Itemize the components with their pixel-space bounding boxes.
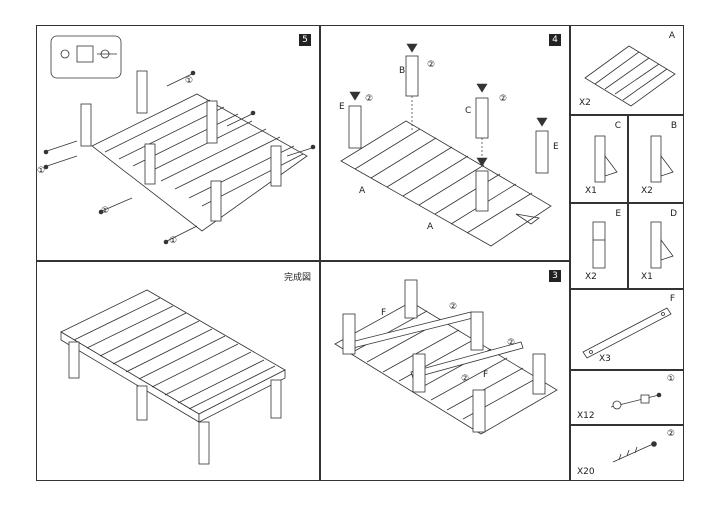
part-quantity: X12 xyxy=(577,411,595,421)
screw-callout: ② xyxy=(507,338,516,348)
part-letter: F xyxy=(669,294,675,304)
part-b-cell: B X2 xyxy=(628,115,684,203)
part-quantity: X2 xyxy=(641,186,653,196)
bolt-icon xyxy=(610,392,662,410)
step-5-panel: 5 xyxy=(36,25,320,261)
arrows xyxy=(349,43,548,225)
part-a-icon xyxy=(584,45,676,107)
part-b-icon xyxy=(650,135,674,183)
part-pointer-a: A xyxy=(359,186,366,196)
hardware-inset xyxy=(50,35,122,79)
part-pointer-c: C xyxy=(465,106,472,116)
bolt-callout: ① xyxy=(101,206,110,216)
part-d-cell: D X1 xyxy=(628,203,684,289)
deck-slats xyxy=(350,310,540,420)
screw-callout: ② xyxy=(365,94,374,104)
legs xyxy=(80,70,282,222)
part-quantity: X3 xyxy=(599,354,611,364)
part-d-icon xyxy=(650,221,674,269)
part-quantity: X1 xyxy=(585,186,597,196)
screw-callout: ② xyxy=(461,374,470,384)
legs xyxy=(342,279,546,433)
part-f-cell: F X3 xyxy=(570,289,684,370)
part-letter: C xyxy=(614,121,621,131)
part-quantity: X2 xyxy=(579,98,591,108)
leg-brackets xyxy=(348,55,549,212)
part-c-icon xyxy=(594,135,618,183)
part-letter: B xyxy=(670,121,677,131)
part-letter: ① xyxy=(666,374,675,384)
part-pointer-e: E xyxy=(553,142,559,152)
part-letter: ② xyxy=(666,429,675,439)
tabletop xyxy=(340,120,552,247)
part-letter: A xyxy=(668,31,675,41)
part-pointer-f: F xyxy=(483,370,489,380)
step-number-badge: 5 xyxy=(299,34,311,46)
part-a-cell: A X2 xyxy=(570,25,684,115)
part-quantity: X20 xyxy=(577,467,595,477)
part-bolt-cell: ① X12 xyxy=(570,370,684,425)
step-5-illustration xyxy=(43,35,316,245)
part-letter: D xyxy=(670,209,677,219)
screw-callout: ② xyxy=(499,94,508,104)
step-4-illustration xyxy=(340,43,552,247)
legs xyxy=(68,341,282,465)
deck-slats xyxy=(354,128,533,234)
screw-callout: ② xyxy=(427,60,436,70)
completed-view-panel: 完成図 xyxy=(36,261,320,481)
step-3-panel: 3 xyxy=(320,261,570,481)
part-e-cell: E X2 xyxy=(570,203,628,289)
part-letter: E xyxy=(615,209,621,219)
nut-detail xyxy=(76,45,94,63)
screw-callout: ② xyxy=(449,302,458,312)
bolt-callout: ① xyxy=(185,76,194,86)
part-c-cell: C X1 xyxy=(570,115,628,203)
step-4-panel: 4 xyxy=(320,25,570,261)
completed-view-label: 完成図 xyxy=(283,273,311,283)
deck-slats xyxy=(73,297,276,410)
part-screw-cell: ② X20 xyxy=(570,425,684,481)
step-number-badge: 3 xyxy=(549,270,561,282)
part-pointer-f: F xyxy=(381,308,387,318)
part-quantity: X1 xyxy=(641,272,653,282)
part-pointer-e: E xyxy=(339,102,345,112)
part-f-icon xyxy=(582,307,672,359)
tabletop xyxy=(91,93,308,232)
bolt-callout: ① xyxy=(169,236,178,246)
screw-icon xyxy=(612,441,657,463)
step-number-badge: 4 xyxy=(549,34,561,46)
part-pointer-b: B xyxy=(399,66,406,76)
step-3-illustration xyxy=(334,279,558,435)
part-e-icon xyxy=(592,221,606,269)
bolt-callout: ① xyxy=(37,166,46,176)
part-pointer-a: A xyxy=(427,222,434,232)
part-quantity: X2 xyxy=(585,272,597,282)
completed-table-illustration xyxy=(60,289,286,465)
bolts xyxy=(43,70,316,245)
